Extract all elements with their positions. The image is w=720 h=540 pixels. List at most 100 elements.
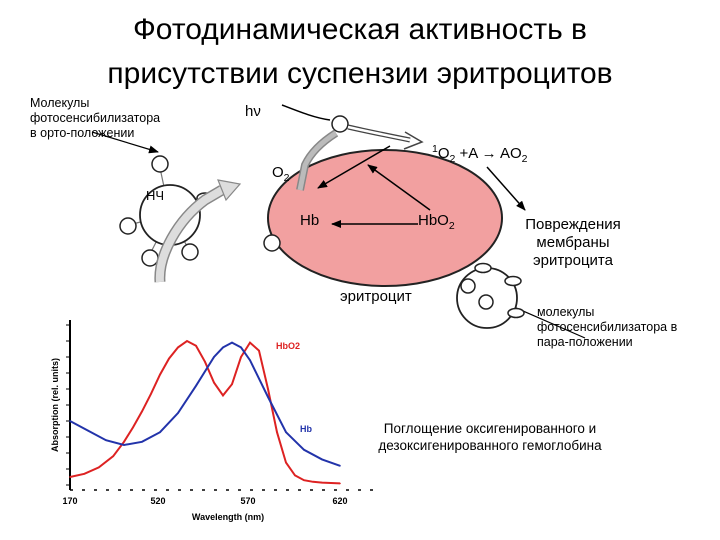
data-point (303, 479, 305, 482)
hbo2-to-reaction-arrow (367, 164, 431, 211)
legend-hbo2: HbO2 (276, 341, 300, 351)
data-point (240, 346, 242, 349)
hv-arrow (281, 104, 331, 121)
data-point (294, 474, 296, 477)
y-axis-label: Absorption (rel. units) (50, 358, 60, 452)
o2-text: O (272, 164, 284, 181)
o2-sub: 2 (283, 172, 290, 184)
series-line-hbo2 (69, 339, 341, 485)
para-label-line: молекулы (537, 305, 595, 319)
data-point (186, 340, 188, 342)
data-point (195, 385, 197, 387)
damage-label-line: Повреждения (525, 216, 621, 233)
hbo2-sub: 2 (448, 220, 455, 232)
damage-arrow (486, 166, 526, 211)
absorption-chart: Absorption (rel. units) Wavelength (nm) … (50, 320, 380, 522)
data-point (83, 473, 86, 475)
data-point (285, 461, 287, 464)
reaction-sup: 1 (432, 143, 438, 155)
page-title: Фотодинамическая активность в присутстви… (0, 8, 720, 96)
reaction-o: O (437, 145, 450, 162)
data-point (321, 458, 323, 461)
para-label-line: пара-положении (537, 335, 633, 349)
series-points-hbo2 (69, 340, 341, 485)
data-point (249, 341, 251, 344)
ortho-label-line: Молекулы (30, 96, 90, 110)
hv-label: hν (245, 103, 261, 120)
data-point (231, 383, 233, 386)
data-point (112, 455, 114, 458)
erythrocyte-label: эритроцит (340, 288, 412, 305)
data-point (321, 481, 323, 484)
data-point (267, 396, 269, 398)
data-point (195, 345, 197, 347)
data-point (177, 412, 179, 414)
nanoparticle-label: НЧ (146, 188, 165, 203)
x-tick-label: 170 (62, 496, 77, 506)
data-point (177, 346, 179, 349)
data-point (303, 449, 305, 451)
damage-label: Повреждения мембраны эритроцита (498, 216, 648, 270)
ortho-label-line: фотосенсибилизатора (30, 111, 161, 125)
x-tick-label: 620 (332, 496, 347, 506)
data-point (222, 346, 224, 349)
ortho-label-line: в орто-положении (30, 126, 135, 140)
data-point (105, 439, 107, 442)
data-point (213, 356, 215, 358)
x-tick-label: 520 (150, 496, 165, 506)
data-point (168, 357, 170, 360)
data-point (204, 361, 206, 363)
data-point (159, 373, 161, 376)
caption-line: Поглощение оксигенированного и (383, 421, 597, 436)
data-point (285, 431, 287, 434)
data-point (339, 482, 341, 485)
ortho-pointer-arrow (91, 131, 159, 154)
data-point (258, 349, 260, 352)
x-axis-label: Wavelength (nm) (192, 512, 264, 522)
data-point (231, 341, 233, 344)
data-point (141, 410, 143, 413)
photosensitizer-molecule (331, 115, 349, 133)
photosensitizer-molecule (263, 234, 281, 252)
data-point (141, 441, 143, 443)
data-point (240, 356, 242, 358)
reaction-rest-sub: 2 (521, 153, 528, 165)
o2-label: O2 (272, 164, 290, 187)
legend-hb: Hb (300, 424, 312, 434)
data-point (159, 431, 161, 434)
x-tick-label: 570 (240, 496, 255, 506)
y-ticks (66, 324, 70, 486)
data-point (123, 444, 125, 446)
para-label-line: фотосенсибилизатора в (537, 320, 678, 334)
singlet-oxygen-arrow (317, 145, 391, 189)
reaction-label: 1O2 +A → AO2 (432, 140, 528, 168)
data-point (249, 359, 251, 362)
reaction-o-sub: 2 (449, 153, 456, 165)
series-points-hb (69, 341, 341, 467)
damage-label-line: мембраны (536, 234, 610, 251)
data-point (267, 388, 269, 390)
hbo2-text: HbO (418, 212, 449, 229)
ortho-label: Молекулы фотосенсибилизатора в орто-поло… (30, 96, 160, 141)
data-point (69, 476, 71, 478)
data-point (222, 394, 224, 397)
data-point (339, 465, 341, 467)
caption-line: дезоксигенированного гемоглобина (378, 438, 602, 453)
data-point (312, 481, 314, 483)
reaction-rest: +A → AO (455, 145, 522, 162)
spectrum-caption: Поглощение оксигенированного и дезоксиге… (340, 420, 640, 454)
hb-label: Hb (300, 212, 320, 229)
title-line-1: Фотодинамическая активность в (133, 13, 587, 46)
data-point (98, 466, 100, 469)
nanoparticle-para (456, 262, 525, 329)
para-label: молекулы фотосенсибилизатора в пара-поло… (537, 305, 677, 350)
data-point (150, 393, 152, 395)
data-point (87, 429, 89, 432)
hbo2-label: HbO2 (418, 212, 455, 235)
data-point (132, 426, 134, 429)
data-point (69, 420, 71, 422)
data-point (213, 381, 215, 384)
damage-label-line: эритроцита (533, 252, 613, 269)
data-point (276, 431, 278, 434)
